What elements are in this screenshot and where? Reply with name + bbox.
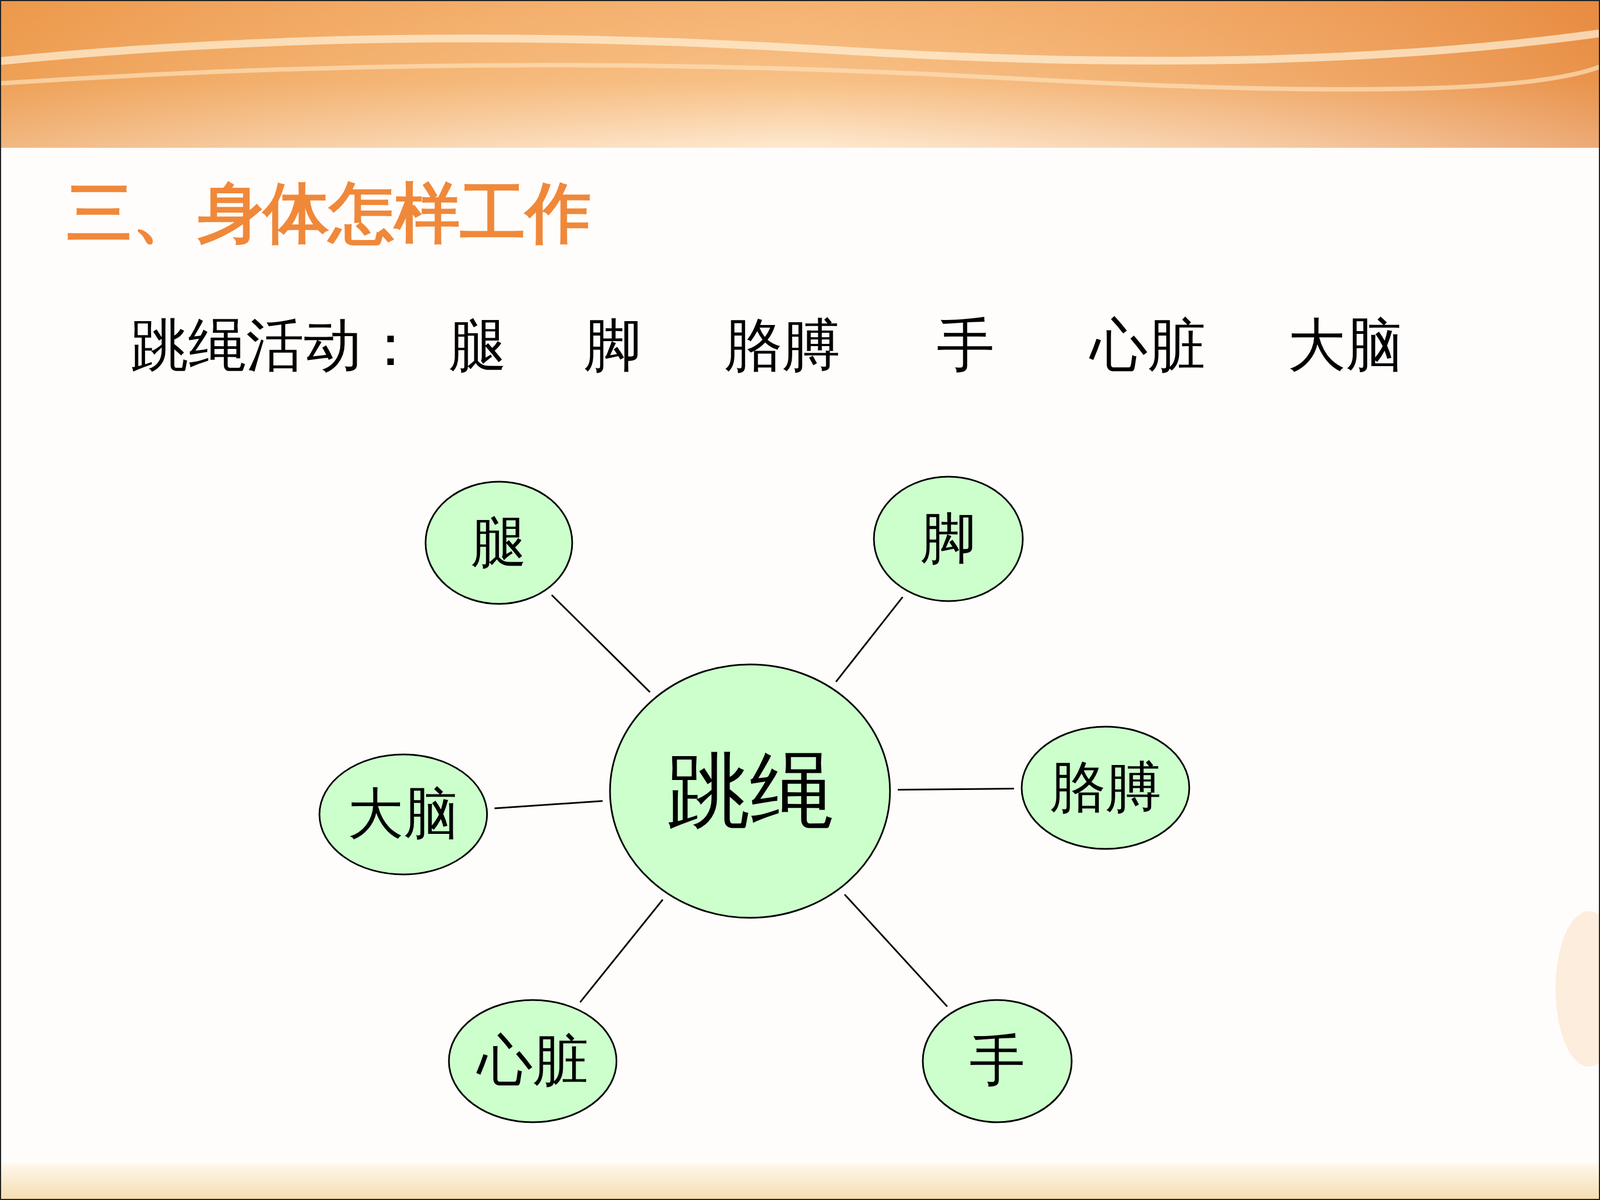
topic-ellipse: 心脏: [447, 998, 618, 1124]
topic-ellipse: 脚: [872, 475, 1024, 603]
activity-item: 脚: [583, 313, 642, 378]
node-label: 腿: [471, 512, 527, 574]
node-label: 脚: [920, 508, 977, 570]
node-label: 胳膊: [1050, 757, 1162, 819]
topic-ellipse: 手: [921, 998, 1073, 1124]
slide-title: 三、身体怎样工作: [66, 177, 592, 250]
activity-item: 腿: [448, 313, 507, 378]
connector-line: [897, 788, 1014, 790]
activity-item: 跳绳活动：: [130, 313, 420, 378]
connector-line: [551, 595, 650, 693]
connector-line: [844, 894, 948, 1007]
topic-ellipse: 腿: [424, 480, 574, 605]
center-ellipse: 跳绳: [608, 663, 892, 919]
topic-ellipse: 胳膊: [1020, 725, 1191, 850]
activity-item: 大脑: [1287, 313, 1404, 378]
node-label: 手: [969, 1030, 1025, 1092]
node-label: 心脏: [477, 1030, 589, 1092]
node-label: 跳绳: [666, 745, 834, 838]
topic-ellipse: 大脑: [318, 753, 489, 876]
activity-item: 手: [936, 313, 995, 378]
connector-line: [580, 899, 663, 1003]
connector-line: [494, 801, 603, 809]
connector-line: [836, 597, 903, 683]
activity-item: 胳膊: [724, 313, 840, 378]
activity-item: 心脏: [1090, 313, 1206, 378]
node-label: 大脑: [347, 783, 459, 845]
